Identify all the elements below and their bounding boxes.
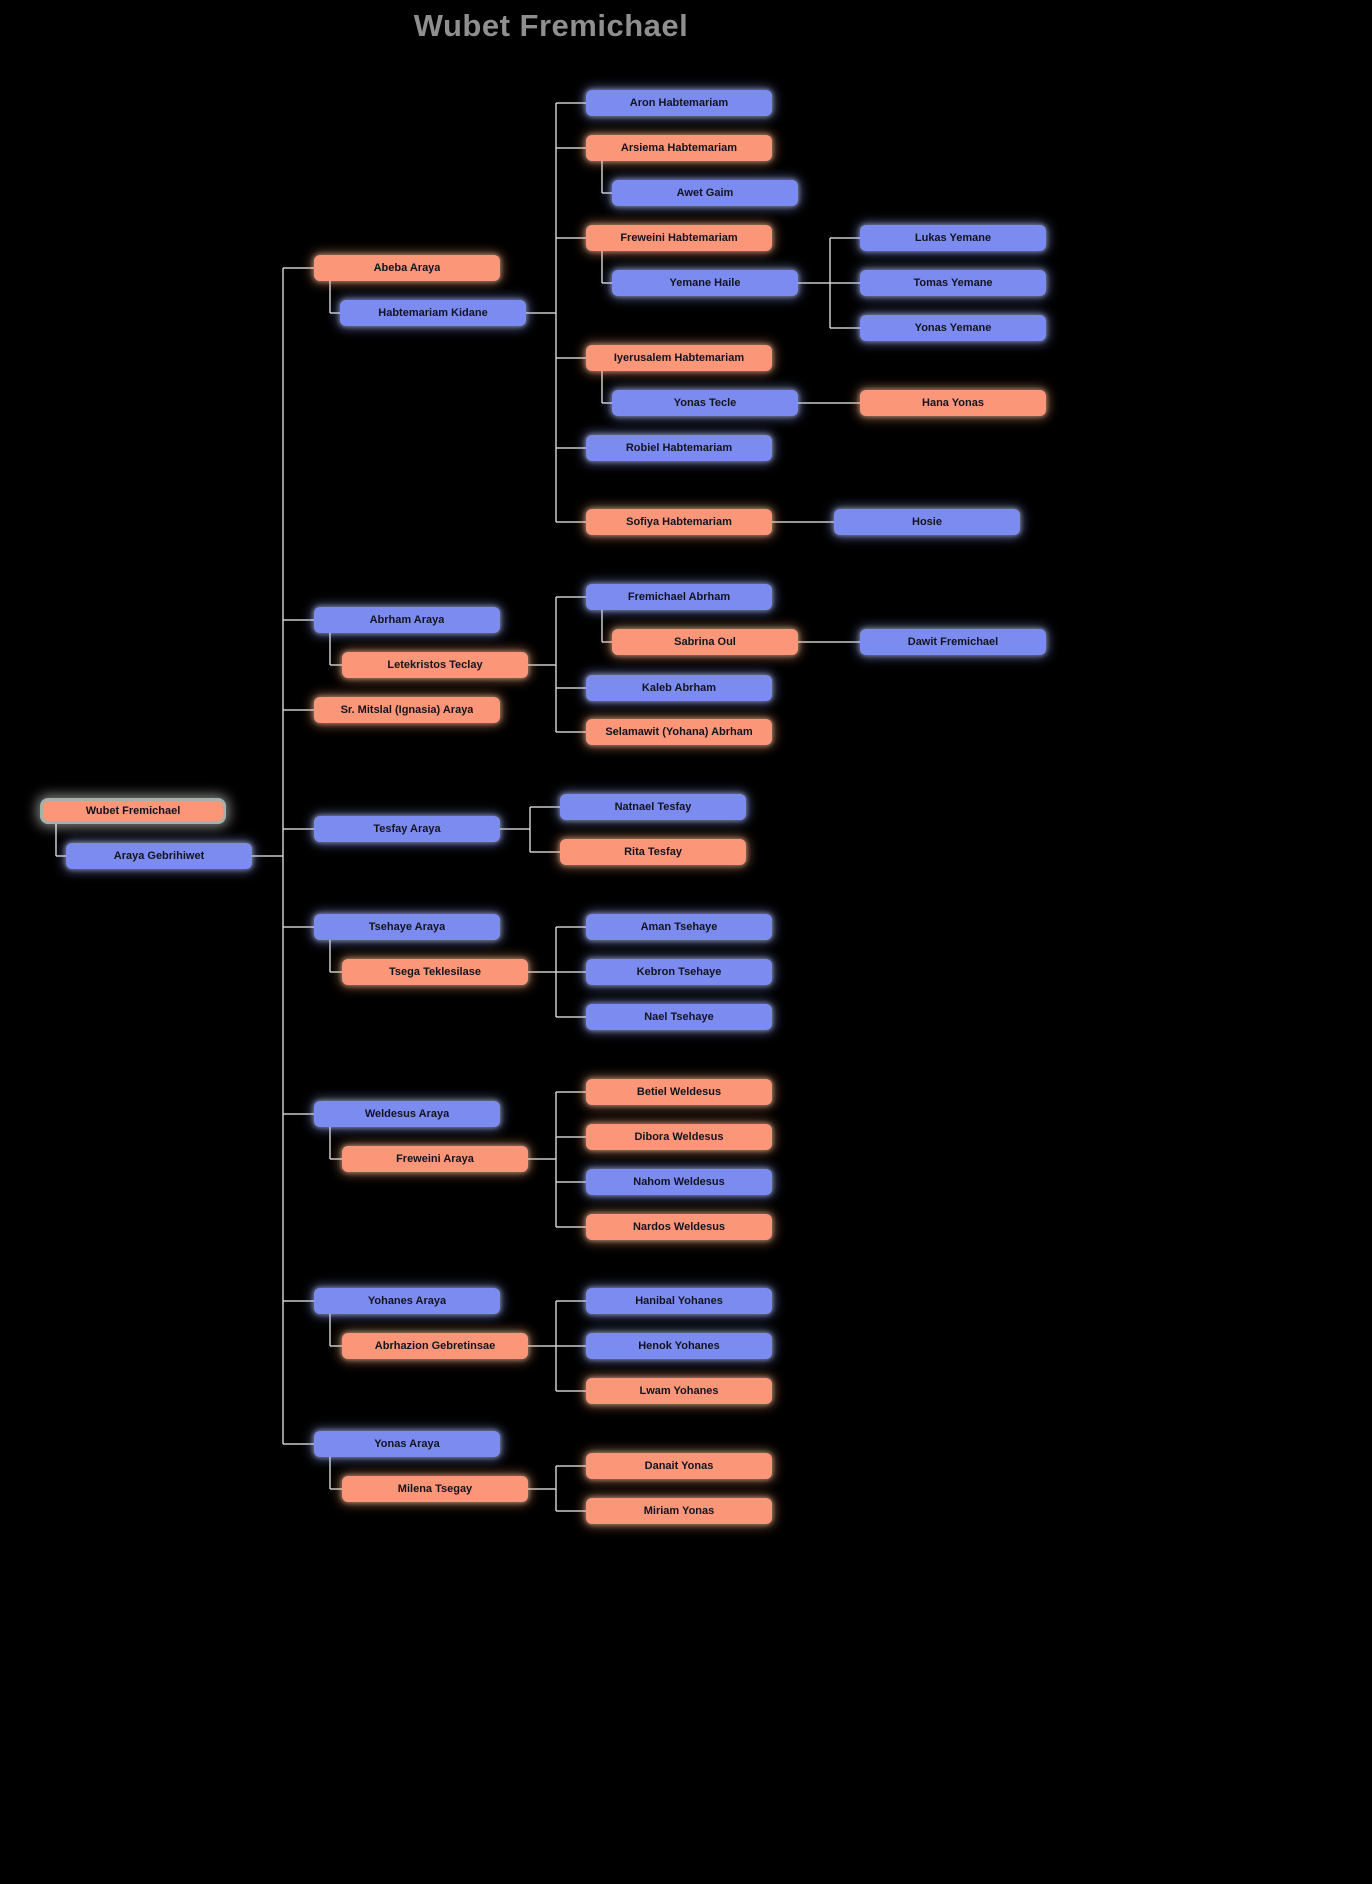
person-name: Wubet Fremichael: [85, 805, 181, 817]
person-name: Awet Gaim: [676, 187, 734, 199]
person-name: Dibora Weldesus: [634, 1131, 724, 1143]
person-node-tsehaye-araya[interactable]: Tsehaye Araya: [314, 914, 500, 940]
person-name: Hosie: [912, 516, 942, 528]
person-name: Yonas Tecle: [673, 397, 737, 409]
person-name: Nael Tsehaye: [644, 1011, 714, 1023]
person-node-henok-yohanes[interactable]: Henok Yohanes: [586, 1333, 772, 1359]
person-name: Aron Habtemariam: [629, 97, 729, 109]
person-name: Abeba Araya: [373, 262, 441, 274]
person-name: Weldesus Araya: [364, 1108, 450, 1120]
person-node-yonas-araya[interactable]: Yonas Araya: [314, 1431, 500, 1457]
person-node-yonas-yemane[interactable]: Yonas Yemane: [860, 315, 1046, 341]
person-node-wubet-fremichael[interactable]: Wubet Fremichael: [40, 798, 226, 824]
person-name: Miriam Yonas: [643, 1505, 715, 1517]
person-name: Hana Yonas: [922, 397, 984, 409]
person-name: Sabrina Oul: [674, 636, 736, 648]
person-node-weldesus-araya[interactable]: Weldesus Araya: [314, 1101, 500, 1127]
person-node-abrhazion-gebretinsae[interactable]: Abrhazion Gebretinsae: [342, 1333, 528, 1359]
person-name: Betiel Weldesus: [636, 1086, 722, 1098]
person-node-kaleb-abrham[interactable]: Kaleb Abrham: [586, 675, 772, 701]
person-node-tomas-yemane[interactable]: Tomas Yemane: [860, 270, 1046, 296]
person-node-robiel-habtemariam[interactable]: Robiel Habtemariam: [586, 435, 772, 461]
person-node-selamawit-abrham[interactable]: Selamawit (Yohana) Abrham: [586, 719, 772, 745]
person-node-danait-yonas[interactable]: Danait Yonas: [586, 1453, 772, 1479]
person-node-rita-tesfay[interactable]: Rita Tesfay: [560, 839, 746, 865]
person-name: Yonas Araya: [374, 1438, 440, 1450]
person-node-aron-habtemariam[interactable]: Aron Habtemariam: [586, 90, 772, 116]
person-node-lwam-yohanes[interactable]: Lwam Yohanes: [586, 1378, 772, 1404]
person-name: Lwam Yohanes: [639, 1385, 719, 1397]
person-node-tsega-teklesilase[interactable]: Tsega Teklesilase: [342, 959, 528, 985]
person-node-iyerusalem-habtemariam[interactable]: Iyerusalem Habtemariam: [586, 345, 772, 371]
person-node-araya-gebrihiwet[interactable]: Araya Gebrihiwet: [66, 843, 252, 869]
person-node-habtemariam-kidane[interactable]: Habtemariam Kidane: [340, 300, 526, 326]
person-name: Abrham Araya: [369, 614, 445, 626]
person-name: Milena Tsegay: [397, 1483, 473, 1495]
person-name: Lukas Yemane: [914, 232, 992, 244]
person-name: Nardos Weldesus: [632, 1221, 726, 1233]
person-name: Fremichael Abrham: [627, 591, 731, 603]
person-name: Hanibal Yohanes: [635, 1295, 723, 1307]
person-node-kebron-tsehaye[interactable]: Kebron Tsehaye: [586, 959, 772, 985]
person-name: Nahom Weldesus: [633, 1176, 725, 1188]
person-node-yohanes-araya[interactable]: Yohanes Araya: [314, 1288, 500, 1314]
person-name: Araya Gebrihiwet: [113, 850, 205, 862]
person-node-yonas-tecle[interactable]: Yonas Tecle: [612, 390, 798, 416]
person-node-awet-gaim[interactable]: Awet Gaim: [612, 180, 798, 206]
person-node-letekristos-teclay[interactable]: Letekristos Teclay: [342, 652, 528, 678]
person-name: Tsehaye Araya: [368, 921, 446, 933]
person-node-aman-tsehaye[interactable]: Aman Tsehaye: [586, 914, 772, 940]
person-name: Yemane Haile: [669, 277, 741, 289]
person-name: Letekristos Teclay: [387, 659, 483, 671]
person-name: Robiel Habtemariam: [625, 442, 733, 454]
person-name: Freweini Araya: [396, 1153, 474, 1165]
person-name: Tsega Teklesilase: [389, 966, 481, 978]
person-node-freweini-habtemariam[interactable]: Freweini Habtemariam: [586, 225, 772, 251]
person-name: Selamawit (Yohana) Abrham: [605, 726, 753, 738]
person-node-sofiya-habtemariam[interactable]: Sofiya Habtemariam: [586, 509, 772, 535]
person-node-nael-tsehaye[interactable]: Nael Tsehaye: [586, 1004, 772, 1030]
person-name: Kebron Tsehaye: [636, 966, 722, 978]
person-name: Henok Yohanes: [638, 1340, 720, 1352]
person-name: Iyerusalem Habtemariam: [613, 352, 745, 364]
person-node-hanibal-yohanes[interactable]: Hanibal Yohanes: [586, 1288, 772, 1314]
person-name: Tesfay Araya: [373, 823, 441, 835]
person-name: Sr. Mitslal (Ignasia) Araya: [340, 704, 474, 716]
person-name: Tomas Yemane: [913, 277, 993, 289]
person-name: Natnael Tesfay: [614, 801, 692, 813]
person-node-yemane-haile[interactable]: Yemane Haile: [612, 270, 798, 296]
person-node-fremichael-abrham[interactable]: Fremichael Abrham: [586, 584, 772, 610]
person-name: Rita Tesfay: [624, 846, 682, 858]
person-node-dawit-fremichael[interactable]: Dawit Fremichael: [860, 629, 1046, 655]
person-node-freweini-araya[interactable]: Freweini Araya: [342, 1146, 528, 1172]
person-node-hosie[interactable]: Hosie: [834, 509, 1020, 535]
person-node-nahom-weldesus[interactable]: Nahom Weldesus: [586, 1169, 772, 1195]
person-node-nardos-weldesus[interactable]: Nardos Weldesus: [586, 1214, 772, 1240]
chart-title: Wubet Fremichael: [413, 8, 689, 43]
person-name: Abrhazion Gebretinsae: [374, 1340, 496, 1352]
person-name: Dawit Fremichael: [907, 636, 999, 648]
person-node-arsiema-habtemariam[interactable]: Arsiema Habtemariam: [586, 135, 772, 161]
person-name: Arsiema Habtemariam: [620, 142, 738, 154]
person-node-tesfay-araya[interactable]: Tesfay Araya: [314, 816, 500, 842]
person-node-milena-tsegay[interactable]: Milena Tsegay: [342, 1476, 528, 1502]
person-node-abrham-araya[interactable]: Abrham Araya: [314, 607, 500, 633]
person-node-natnael-tesfay[interactable]: Natnael Tesfay: [560, 794, 746, 820]
person-node-dibora-weldesus[interactable]: Dibora Weldesus: [586, 1124, 772, 1150]
person-node-miriam-yonas[interactable]: Miriam Yonas: [586, 1498, 772, 1524]
person-name: Kaleb Abrham: [641, 682, 717, 694]
person-name: Sofiya Habtemariam: [626, 516, 732, 528]
person-node-mitslal-araya[interactable]: Sr. Mitslal (Ignasia) Araya: [314, 697, 500, 723]
person-node-sabrina-oul[interactable]: Sabrina Oul: [612, 629, 798, 655]
person-name: Danait Yonas: [644, 1460, 714, 1472]
person-name: Freweini Habtemariam: [620, 232, 738, 244]
person-name: Aman Tsehaye: [640, 921, 718, 933]
person-name: Yohanes Araya: [367, 1295, 447, 1307]
person-node-betiel-weldesus[interactable]: Betiel Weldesus: [586, 1079, 772, 1105]
person-name: Habtemariam Kidane: [378, 307, 488, 319]
person-node-abeba-araya[interactable]: Abeba Araya: [314, 255, 500, 281]
person-node-lukas-yemane[interactable]: Lukas Yemane: [860, 225, 1046, 251]
person-node-hana-yonas[interactable]: Hana Yonas: [860, 390, 1046, 416]
person-name: Yonas Yemane: [914, 322, 992, 334]
